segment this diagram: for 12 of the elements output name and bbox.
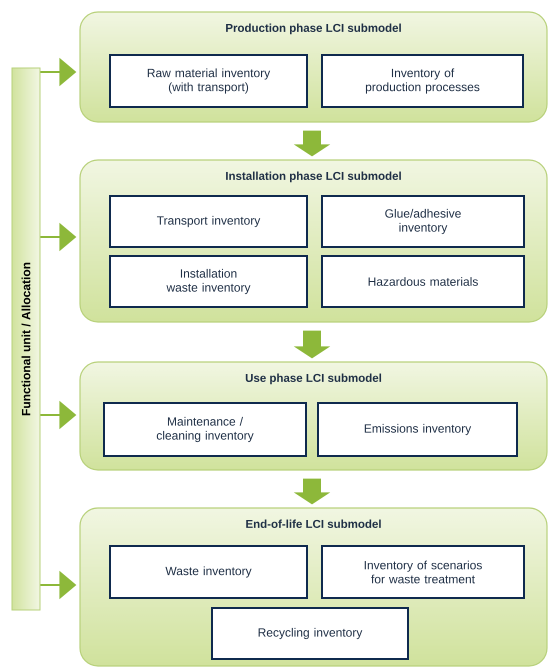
inventory-box: Raw material inventory (with transport): [109, 54, 308, 108]
inventory-box: Maintenance / cleaning inventory: [103, 402, 307, 457]
inventory-box: Recycling inventory: [211, 607, 409, 660]
inventory-box: Installation waste inventory: [109, 255, 308, 308]
inventory-box: Inventory of production processes: [321, 54, 524, 108]
inventory-box: Glue/adhesive inventory: [321, 195, 525, 248]
vertical-bar: Functional unit / Allocation: [12, 68, 40, 610]
inventory-box: Hazardous materials: [321, 255, 525, 308]
inventory-box: Transport inventory: [109, 195, 308, 248]
inventory-box: Waste inventory: [109, 545, 308, 599]
inventory-box: Emissions inventory: [317, 402, 518, 457]
inventory-box: Inventory of scenarios for waste treatment: [321, 545, 525, 599]
